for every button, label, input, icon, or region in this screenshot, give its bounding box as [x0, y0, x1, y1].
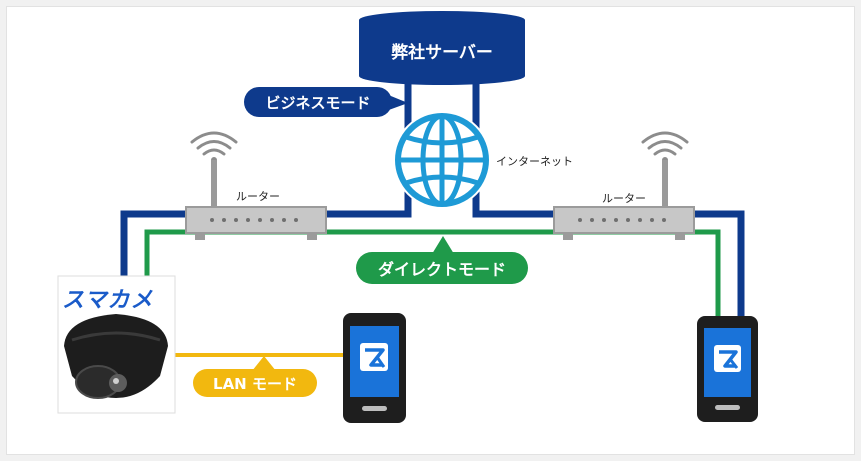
lan-mode-badge-shape [193, 356, 317, 397]
globe-icon [393, 111, 491, 209]
direct-line [144, 229, 721, 318]
business-mode-badge-shape [244, 87, 408, 117]
direct-mode-label: ダイレクトモード [377, 260, 506, 279]
app-icon [714, 345, 741, 372]
wifi-icon [641, 131, 689, 156]
direct-mode-lines [144, 229, 721, 318]
direct-mode-badge-shape [356, 236, 528, 284]
router-label-left: ルーター [236, 190, 280, 203]
wifi-icon [190, 131, 238, 156]
app-icon [360, 343, 388, 371]
lan-mode-label: LAN モード [213, 374, 297, 393]
smartphone-icon-center [343, 313, 406, 423]
router-label-right: ルーター [602, 192, 646, 205]
server-icon [359, 11, 525, 85]
router-icon-left [185, 131, 327, 240]
internet-label: インターネット [496, 155, 573, 168]
business-mode-label: ビジネスモード [265, 93, 371, 112]
router-icon-right [553, 131, 695, 240]
smartphone-icon-right [697, 316, 758, 422]
camera-icon [64, 314, 168, 399]
server-label: 弊社サーバー [391, 42, 493, 63]
brand-logo: スマカメ [62, 288, 154, 313]
